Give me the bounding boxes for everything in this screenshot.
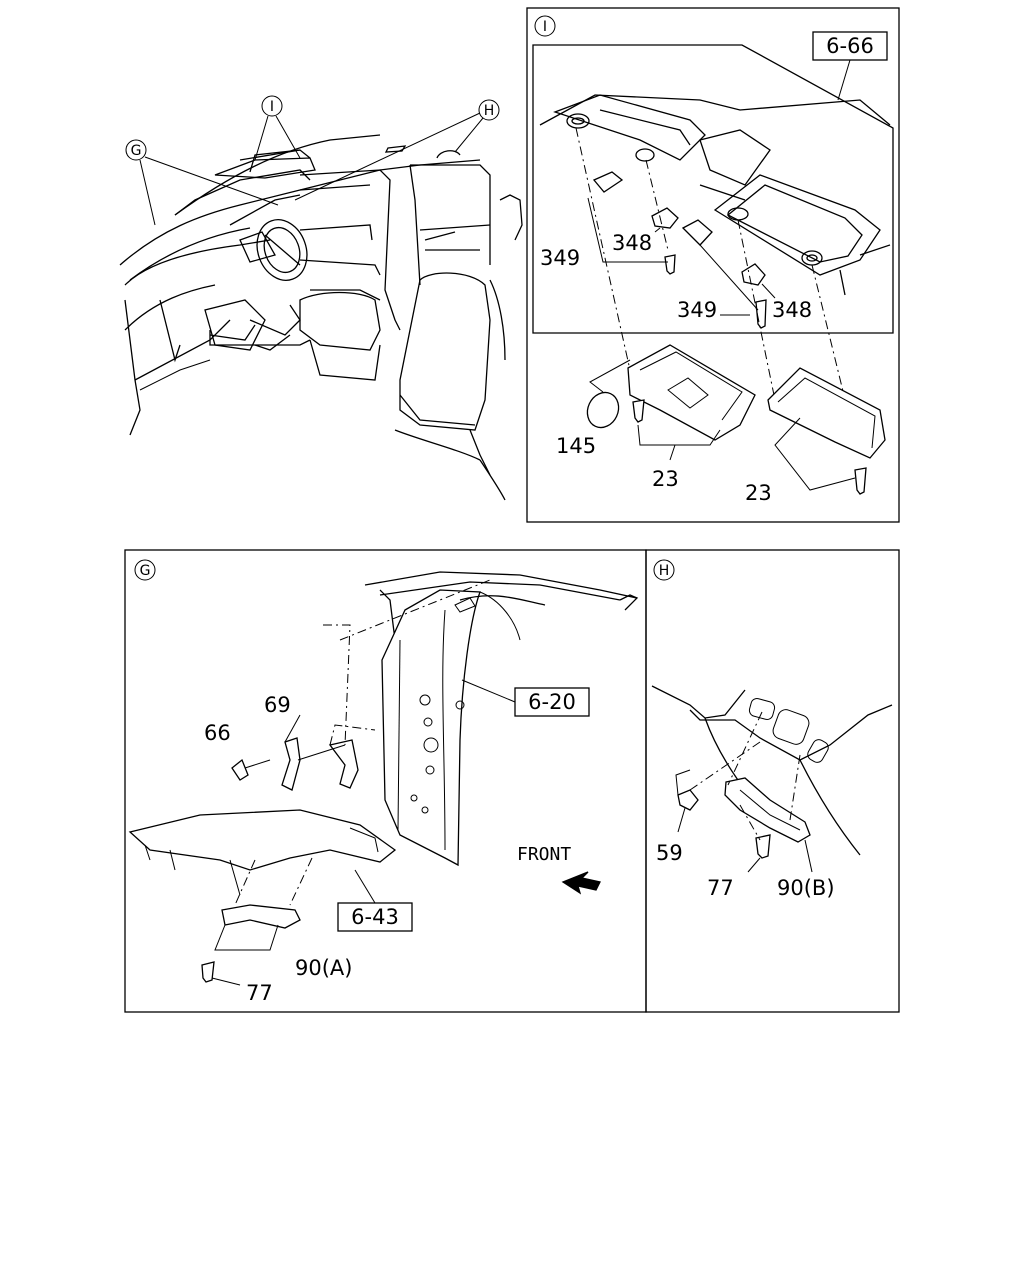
label-77-front: 77 xyxy=(246,981,273,1005)
bolt-66 xyxy=(231,758,249,781)
ref-6-66: 6-66 xyxy=(826,34,874,58)
callout-h-marker xyxy=(478,99,500,121)
callout-h-letter: H xyxy=(484,103,495,119)
cap-59 xyxy=(677,789,699,811)
visor-clip-socket-left xyxy=(635,148,655,162)
screw-77-rear xyxy=(755,834,771,859)
label-66: 66 xyxy=(204,721,231,745)
label-349-right: 349 xyxy=(677,298,717,322)
screw-upper-left xyxy=(664,254,676,275)
callout-g-marker xyxy=(125,139,147,161)
instrument-panel-trim xyxy=(128,809,397,871)
panel-i-badge: I xyxy=(543,19,547,35)
callout-g-letter: G xyxy=(131,143,142,159)
label-69: 69 xyxy=(264,693,291,717)
holder-348-left xyxy=(651,207,679,229)
label-77-rear: 77 xyxy=(707,876,734,900)
label-90a: 90(A) xyxy=(295,956,352,980)
panel-g-badge: G xyxy=(140,563,151,579)
label-23-left: 23 xyxy=(652,467,679,491)
bracket-69-right xyxy=(328,739,359,789)
panel-h-rear-grab-handle: H 59 77 90(B) xyxy=(645,549,900,1013)
screw-77-front xyxy=(201,961,215,983)
label-59: 59 xyxy=(656,841,683,865)
label-145: 145 xyxy=(556,434,596,458)
handle-mount-hole-left xyxy=(748,698,776,720)
label-348-left: 348 xyxy=(612,231,652,255)
front-arrow-icon xyxy=(561,871,601,895)
callout-i-letter: I xyxy=(270,99,274,115)
bracket-69-left xyxy=(281,737,301,791)
label-90b: 90(B) xyxy=(777,876,835,900)
panel-i-sun-visor: I 6-66 xyxy=(526,7,900,523)
label-23-right: 23 xyxy=(745,481,772,505)
cap-145 xyxy=(586,391,620,429)
panel-g-front-grab-handle: G 6-20 xyxy=(124,549,647,1013)
vehicle-interior-overview: I H G xyxy=(119,95,523,501)
ref-6-20: 6-20 xyxy=(528,690,576,714)
clip-349-left xyxy=(592,171,624,193)
visor-clip-socket-right xyxy=(727,207,749,221)
label-349-left: 349 xyxy=(540,246,580,270)
panel-h-badge: H xyxy=(659,563,670,579)
callout-i-marker xyxy=(261,95,283,117)
panel-h-frame xyxy=(645,549,900,1013)
grab-handle-90b xyxy=(724,777,811,843)
sun-visor-right xyxy=(767,367,886,459)
panel-h-badge-circle xyxy=(653,559,675,581)
visor-pivot-socket-left xyxy=(566,113,590,129)
label-348-right: 348 xyxy=(772,298,812,322)
sun-visor-left xyxy=(627,344,756,441)
grab-handle-90a xyxy=(221,904,301,929)
holder-348-right xyxy=(741,263,766,286)
handle-mount-hole-right xyxy=(807,739,829,763)
panel-i-frame xyxy=(526,7,900,523)
a-pillar-panel xyxy=(381,589,481,867)
screw-visor-right xyxy=(854,467,867,495)
screw-visor-left xyxy=(632,399,645,423)
panel-i-badge-circle xyxy=(534,15,556,37)
panel-g-badge-circle xyxy=(134,559,156,581)
front-direction-label: FRONT xyxy=(517,844,571,865)
clip-349-right xyxy=(681,219,713,246)
ref-6-43: 6-43 xyxy=(351,905,399,929)
